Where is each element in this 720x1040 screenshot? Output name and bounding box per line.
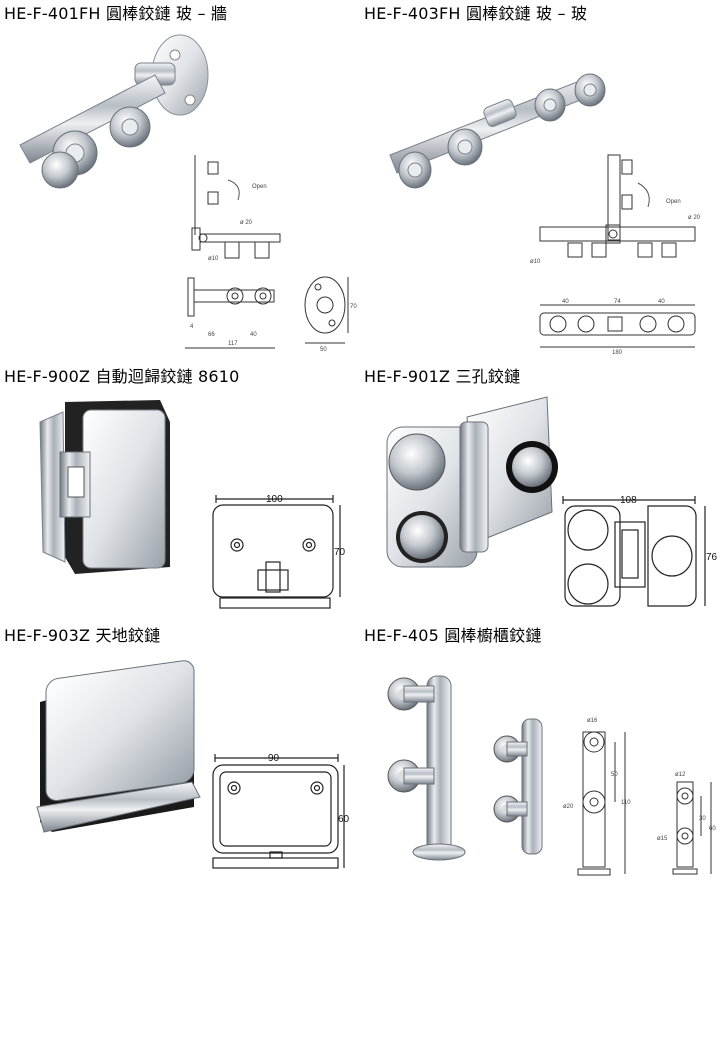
dim-label: 40 (250, 332, 257, 338)
product-title: HE-F-401FH 圓棒鉸鏈 玻 – 牆 (4, 4, 228, 23)
dim-label: 30 (699, 816, 706, 822)
technical-drawing: 100 70 (212, 494, 346, 609)
dim-label: 117 (228, 341, 238, 347)
product-photo (39, 400, 170, 574)
dim-label: ø20 (563, 804, 574, 810)
product-card-405: HE-F-405 圓棒櫥櫃鉸鏈 ø16 50 110 ø20 ø12 30 60… (360, 622, 720, 882)
dim-label: ø16 (587, 718, 598, 724)
dim-label: ø15 (657, 836, 668, 842)
product-photo (386, 396, 558, 568)
dim-label: 60 (338, 814, 350, 825)
dim-label: ø 20 (688, 215, 701, 221)
product-photo (36, 660, 201, 833)
dim-label: 50 (320, 347, 327, 353)
dim-label: 74 (614, 299, 621, 305)
product-title: HE-F-900Z 自動迴歸鉸鏈 8610 (4, 367, 240, 386)
product-card-403fh: HE-F-403FH 圓棒鉸鏈 玻 – 玻 Open ø 20 ø10 40 7… (360, 0, 720, 360)
product-title: HE-F-405 圓棒櫥櫃鉸鏈 (364, 626, 542, 645)
technical-drawing: ø16 50 110 ø20 ø12 30 60 ø15 (563, 718, 716, 876)
dim-label: ø10 (530, 259, 541, 265)
product-title: HE-F-901Z 三孔鉸鏈 (364, 367, 521, 386)
technical-drawing: 90 60 (212, 753, 350, 869)
product-photo (389, 73, 606, 189)
product-title: HE-F-403FH 圓棒鉸鏈 玻 – 玻 (364, 4, 588, 23)
product-card-903z: HE-F-903Z 天地鉸鏈 90 60 (0, 622, 360, 882)
dim-label: 40 (658, 299, 665, 305)
dim-label: 60 (709, 826, 716, 832)
dim-label: Open (252, 184, 267, 190)
dim-label: 50 (611, 772, 618, 778)
dim-label: 70 (334, 547, 346, 558)
dim-label: 4 (190, 324, 194, 330)
dim-label: 40 (562, 299, 569, 305)
dim-label: Open (666, 199, 681, 205)
dim-label: 70 (350, 304, 357, 310)
dim-label: 66 (208, 332, 215, 338)
product-card-900z: HE-F-900Z 自動迴歸鉸鏈 8610 100 70 (0, 362, 360, 620)
product-card-401fh: HE-F-401FH 圓棒鉸鏈 玻 – 牆 Open ø 20 ø10 117 … (0, 0, 360, 360)
product-card-901z: HE-F-901Z 三孔鉸鏈 108 76 (360, 362, 720, 620)
dim-label: 110 (621, 800, 631, 806)
technical-drawing: 108 76 (562, 495, 718, 607)
dim-label: 180 (612, 350, 623, 356)
product-photo (387, 675, 543, 861)
technical-drawing: Open ø 20 ø10 40 74 40 180 (530, 154, 701, 356)
dim-label: ø 20 (240, 220, 253, 226)
dim-label: ø10 (208, 256, 219, 262)
dim-label: 108 (620, 495, 637, 506)
dim-label: 76 (706, 552, 718, 563)
dim-label: 90 (268, 753, 280, 764)
dim-label: ø12 (675, 772, 686, 778)
technical-drawing: Open ø 20 ø10 117 66 40 4 70 50 (185, 155, 357, 353)
product-title: HE-F-903Z 天地鉸鏈 (4, 626, 161, 645)
dim-label: 100 (266, 494, 283, 505)
product-photo (19, 34, 209, 189)
